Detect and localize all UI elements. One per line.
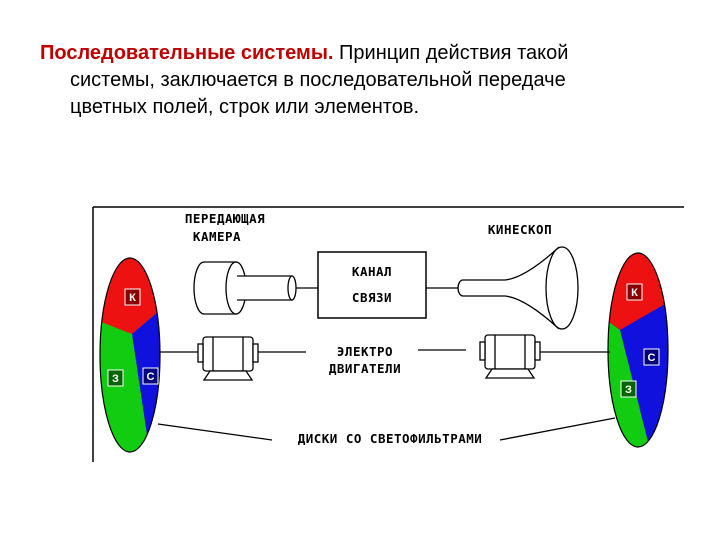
discs-label: ДИСКИ СО СВЕТОФИЛЬТРАМИ	[298, 431, 483, 446]
left-filter-disc: К С З	[99, 257, 161, 453]
motors-label-line1: ЭЛЕКТРО	[337, 344, 393, 359]
left-disc-green-letter: З	[112, 373, 119, 385]
camera-label-line1: ПЕРЕДАЮЩАЯ	[185, 211, 265, 226]
left-disc-red-letter: К	[129, 292, 136, 304]
right-disc-blue-box	[643, 348, 660, 366]
text-line-2: системы, заключается в последовательной …	[70, 69, 566, 91]
camera-label-line2: КАМЕРА	[193, 229, 241, 244]
right-disc-red-letter: К	[631, 287, 638, 299]
left-disc-blue-letter: С	[147, 371, 155, 383]
section-heading: Последовательные системы.	[40, 42, 334, 64]
right-disc-green-letter: З	[625, 384, 632, 396]
camera-icon	[193, 261, 318, 315]
discs-pointer-left	[157, 423, 273, 441]
right-filter-disc: К С З	[607, 252, 669, 448]
kinescope-label: КИНЕСКОП	[488, 222, 552, 237]
right-disc-outline	[607, 252, 669, 448]
right-disc-green-box	[620, 380, 637, 398]
motors-label-line2: ДВИГАТЕЛИ	[329, 361, 401, 376]
right-disc-red-box	[626, 283, 643, 301]
discs-pointer-right	[499, 417, 616, 441]
left-disc-green-box	[107, 369, 124, 387]
right-motor-icon	[479, 334, 541, 379]
description-paragraph: Последовательные системы. Принцип действ…	[40, 40, 690, 121]
channel-label-line2: СВЯЗИ	[352, 290, 392, 305]
left-disc-outline	[99, 257, 161, 453]
channel-box	[317, 251, 427, 319]
left-disc-blue-box	[142, 367, 159, 385]
text-line-1: Принцип действия такой	[333, 42, 569, 64]
right-disc-blue-letter: С	[648, 352, 656, 364]
text-line-3: цветных полей, строк или элементов.	[70, 96, 420, 118]
left-motor-icon	[197, 336, 259, 381]
left-disc-red-box	[124, 288, 141, 306]
kinescope-icon	[457, 246, 579, 330]
channel-label-line1: КАНАЛ	[352, 264, 392, 279]
